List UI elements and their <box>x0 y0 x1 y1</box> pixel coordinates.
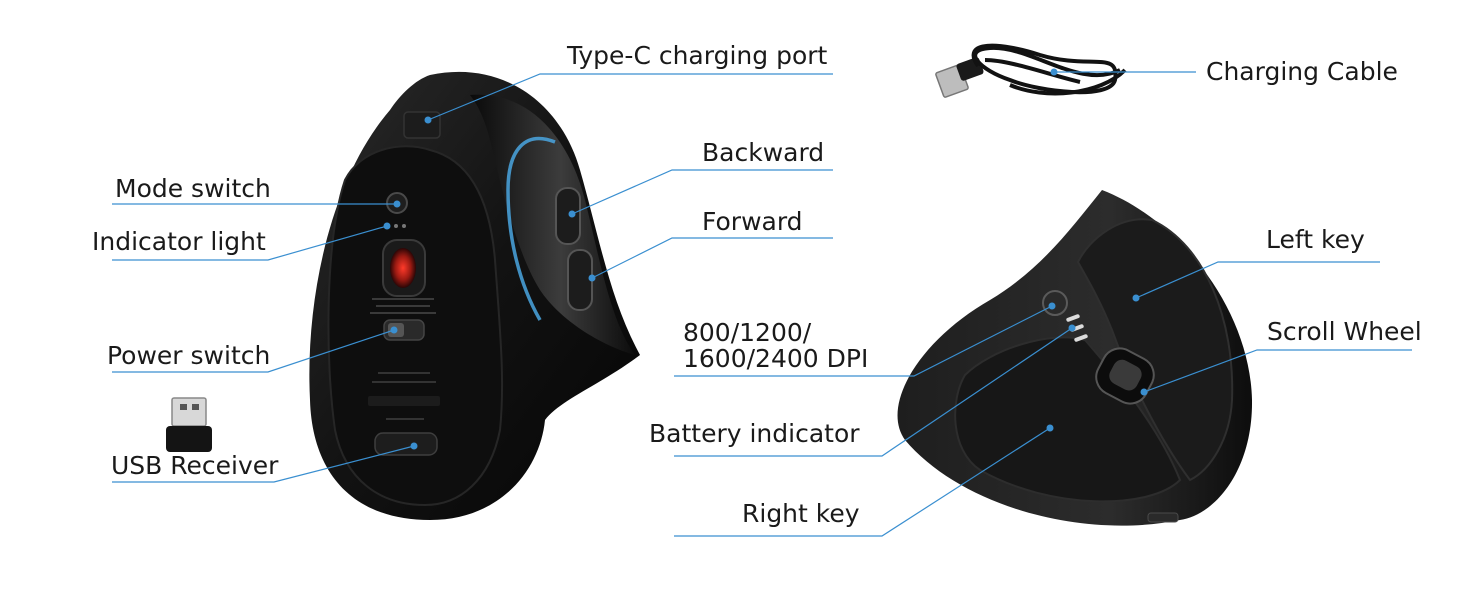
leader-line-right-key <box>674 427 1051 537</box>
label-dpi: 800/1200/ 1600/2400 DPI <box>683 318 869 373</box>
charging-cable-image <box>935 43 1127 98</box>
label-mode-switch: Mode switch <box>115 174 271 203</box>
label-charging-cable: Charging Cable <box>1206 57 1398 86</box>
leader-line-indicator-light <box>112 225 388 261</box>
mouse-top-view <box>897 190 1253 526</box>
leader-line-battery-indicator <box>674 327 1073 457</box>
dot-forward <box>588 274 596 282</box>
label-backward: Backward <box>702 138 825 167</box>
leader-line-type-c <box>427 73 833 121</box>
label-right-key: Right key <box>742 499 860 528</box>
dot-backward <box>568 210 576 218</box>
label-type-c-charging-port: Type-C charging port <box>567 41 828 70</box>
dot-battery-indicator <box>1068 324 1076 332</box>
mouse-bottom-view <box>309 71 640 520</box>
label-indicator-light: Indicator light <box>92 227 266 256</box>
dot-left-key <box>1132 294 1140 302</box>
label-power-switch: Power switch <box>107 341 271 370</box>
leader-line-scroll-wheel <box>1143 349 1412 393</box>
label-usb-receiver: USB Receiver <box>111 451 279 480</box>
leader-dots <box>383 68 1148 450</box>
leader-lines <box>112 71 1412 537</box>
leader-line-backward <box>571 169 833 215</box>
dot-scroll-wheel <box>1140 388 1148 396</box>
dot-dpi <box>1048 302 1056 310</box>
dot-usb-receiver <box>410 442 418 450</box>
dot-right-key <box>1046 424 1054 432</box>
label-battery-indicator: Battery indicator <box>649 419 860 448</box>
dot-mode-switch <box>393 200 401 208</box>
leader-line-dpi <box>674 305 1053 377</box>
leader-line-power-switch <box>112 329 395 373</box>
dot-power-switch <box>390 326 398 334</box>
label-scroll-wheel: Scroll Wheel <box>1267 317 1422 346</box>
leader-line-usb-receiver <box>112 445 415 483</box>
dot-type-c <box>424 116 432 124</box>
label-forward: Forward <box>702 207 803 236</box>
dot-charging-cable <box>1050 68 1058 76</box>
dot-indicator-light <box>383 222 391 230</box>
label-left-key: Left key <box>1266 225 1365 254</box>
leader-line-left-key <box>1135 261 1380 299</box>
leader-line-forward <box>591 237 833 279</box>
usb-receiver-image <box>166 397 212 452</box>
